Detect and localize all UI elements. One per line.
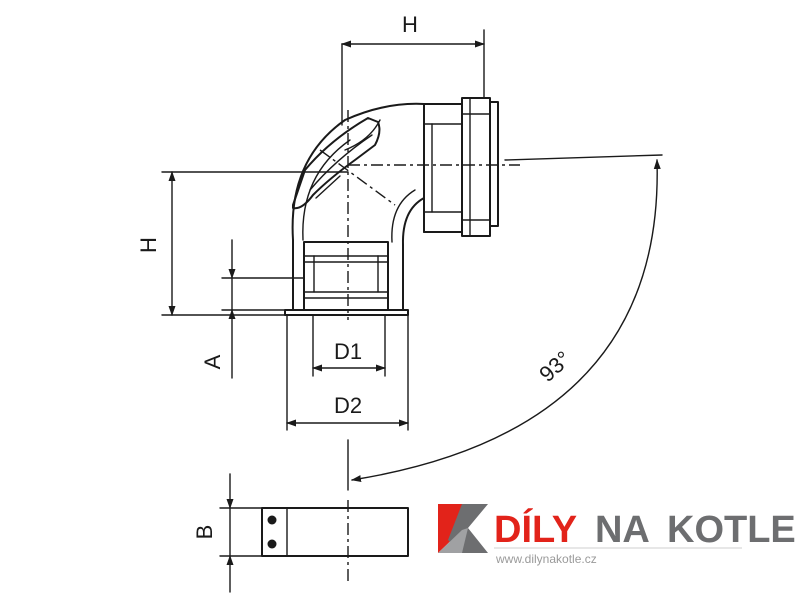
dimension-d2: D2 — [286, 314, 409, 431]
dim-label-d1: D1 — [334, 339, 362, 364]
dim-label-b: B — [192, 525, 217, 540]
dim-label-a: A — [200, 354, 225, 369]
logo-wordmark: DÍLY NA KOTLE — [494, 507, 796, 551]
dim-label-h-top: H — [402, 12, 418, 37]
dim-label-d2: D2 — [334, 393, 362, 418]
logo-word-dily: DÍLY — [494, 507, 577, 551]
elbow-pipe — [284, 97, 520, 320]
logo-word-kotle: KOTLE — [667, 509, 796, 551]
dimension-h-top: H — [341, 12, 485, 126]
logo-word-na: NA — [595, 509, 649, 551]
logo-mark-icon — [438, 504, 488, 553]
dimension-d1: D1 — [312, 314, 386, 377]
logo-url: www.dilynakotle.cz — [495, 552, 597, 566]
brand-logo: DÍLY NA KOTLE www.dilynakotle.cz — [438, 504, 796, 566]
dimension-angle: 93° — [347, 154, 663, 491]
dimension-h-left: H — [136, 171, 349, 316]
dimension-a: A — [200, 239, 305, 379]
dim-label-angle: 93° — [534, 346, 575, 387]
clamp-side-view: B — [192, 473, 409, 593]
dim-label-h-left: H — [136, 237, 161, 253]
